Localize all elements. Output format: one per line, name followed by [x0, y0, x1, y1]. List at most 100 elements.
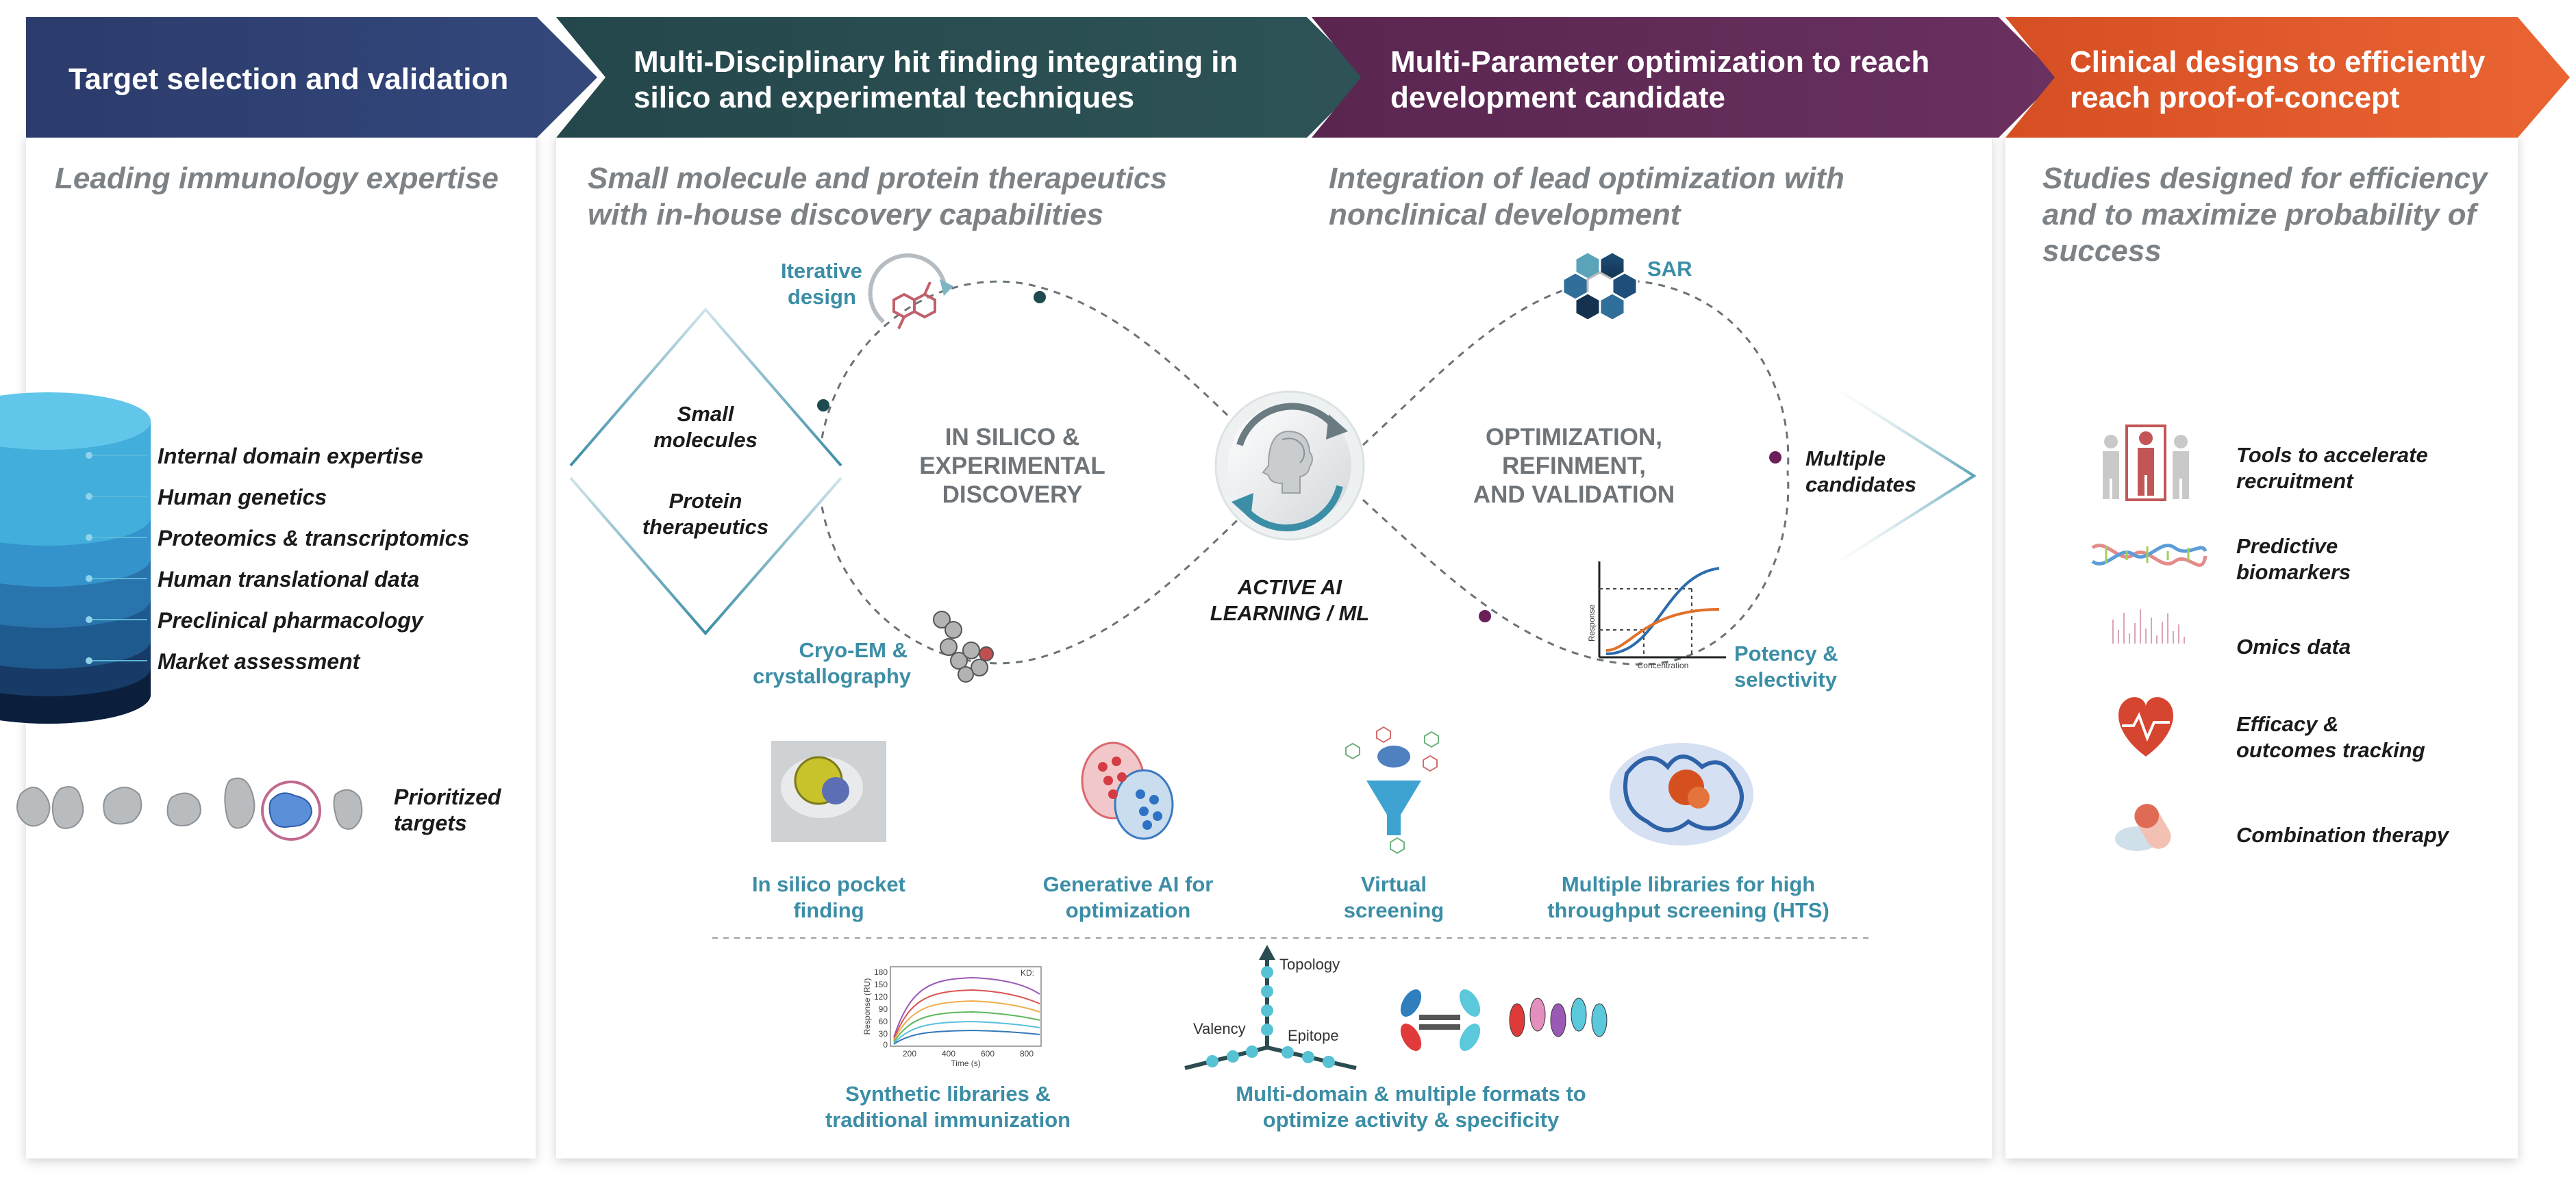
list-item-market: Market assessment — [158, 649, 361, 674]
axis-label-valency: Valency — [1193, 1020, 1246, 1037]
subtitle-stage-3-line1: Integration of lead optimization with — [1329, 162, 1845, 195]
tool-virtual-line1: Virtual — [1361, 872, 1427, 896]
hts-protein-icon — [1610, 743, 1753, 846]
list-item-proteomics: Proteomics & transcriptomics — [158, 526, 469, 550]
tool-virtual-line2: screening — [1344, 898, 1444, 922]
list-item-domain-expertise: Internal domain expertise — [158, 444, 423, 468]
ai-brain-hub-icon — [1214, 390, 1365, 541]
optimization-line1: OPTIMIZATION, — [1486, 424, 1662, 451]
subtitle-stage-3-line2: nonclinical development — [1329, 198, 1682, 231]
subtitle-stage-1: Leading immunology expertise — [55, 162, 499, 195]
diamond-protein-line1: Protein — [669, 489, 742, 513]
dna-helix-icon — [2091, 544, 2208, 567]
cryo-em-line2: crystallography — [753, 664, 912, 688]
header-stage-4-line2: reach proof-of-concept — [2070, 81, 2400, 114]
chevron-target-selection — [26, 17, 597, 138]
sensorgram-chart: 180 150 120 90 60 30 0 200 400 600 800 T… — [862, 966, 1042, 1068]
multiple-candidates-line2: candidates — [1805, 472, 1916, 496]
dose-response-chart: Response Concentration — [1587, 561, 1726, 670]
in-silico-line2: EXPERIMENTAL — [919, 453, 1105, 479]
disc-leader-dots — [86, 452, 92, 664]
sensorgram-legend: KD: — [1021, 968, 1034, 978]
tool-hts-line1: Multiple libraries for high — [1562, 872, 1815, 896]
curve-x-axis-label: Concentration — [1638, 661, 1689, 670]
sensorgram-x-tick-800: 800 — [1020, 1049, 1034, 1058]
heart-pulse-icon — [2118, 697, 2173, 757]
loop-dots — [817, 291, 1781, 622]
clinical-biomarkers-line1: Predictive — [2236, 534, 2338, 558]
sensorgram-y-tick-0: 0 — [883, 1040, 888, 1050]
clinical-recruitment-line2: recruitment — [2236, 469, 2354, 493]
subtitle-stage-4-line1: Studies designed for efficiency — [2042, 162, 2489, 195]
sensorgram-x-tick-200: 200 — [903, 1049, 916, 1058]
axis-label-epitope: Epitope — [1288, 1027, 1339, 1044]
potency-line1: Potency & — [1734, 642, 1838, 665]
header-chevrons — [26, 17, 2570, 138]
potency-line2: selectivity — [1734, 668, 1838, 692]
sensorgram-y-tick-120: 120 — [874, 992, 888, 1002]
header-stage-1: Target selection and validation — [68, 62, 508, 96]
header-stage-2-line1: Multi-Disciplinary hit finding integrati… — [634, 45, 1238, 79]
tool-pocket-line1: In silico pocket — [752, 872, 905, 896]
diamond-small-molecules-line2: molecules — [653, 428, 758, 452]
iterative-design-line1: Iterative — [781, 259, 862, 283]
header-stage-3-line2: development candidate — [1390, 81, 1725, 114]
optimization-line3: AND VALIDATION — [1473, 481, 1675, 508]
cryo-structure-icon — [933, 611, 994, 683]
ai-hub-line1: ACTIVE AI — [1237, 575, 1343, 599]
bottom-synthetic-line1: Synthetic libraries & — [845, 1082, 1051, 1106]
ai-hub-line2: LEARNING / ML — [1210, 601, 1370, 625]
sensorgram-y-tick-60: 60 — [879, 1017, 888, 1026]
layered-disc-stack-icon — [0, 392, 151, 724]
disc-leader-lines — [89, 455, 147, 661]
sensorgram-x-tick-600: 600 — [981, 1049, 995, 1058]
bottom-multidomain-line1: Multi-domain & multiple formats to — [1236, 1082, 1586, 1106]
sensorgram-y-label: Response (RU) — [862, 978, 872, 1035]
cryo-em-line1: Cryo-EM & — [799, 638, 908, 662]
antibody-formats-icon — [1400, 989, 1608, 1051]
list-item-human-genetics: Human genetics — [158, 485, 327, 509]
tool-hts-line2: throughput screening (HTS) — [1547, 898, 1829, 922]
header-stage-4-line1: Clinical designs to efficiently — [2070, 45, 2486, 79]
candidates-triangle — [1814, 372, 1977, 579]
clinical-omics: Omics data — [2236, 635, 2351, 659]
multiple-candidates-line1: Multiple — [1805, 446, 1886, 470]
diamond-protein-line2: therapeutics — [642, 515, 768, 539]
in-silico-line3: DISCOVERY — [942, 481, 1083, 508]
clinical-efficacy-line1: Efficacy & — [2236, 712, 2338, 736]
chevron-clinical — [2005, 17, 2570, 138]
clinical-combination: Combination therapy — [2236, 823, 2450, 847]
protein-blob-icons — [16, 777, 363, 830]
clinical-recruitment-line1: Tools to accelerate — [2236, 443, 2428, 467]
virtual-screening-funnel-icon — [1345, 726, 1439, 854]
header-stage-2-line2: silico and experimental techniques — [634, 81, 1134, 114]
diamond-small-molecules-line1: Small — [677, 402, 735, 426]
generative-ai-icon — [1081, 741, 1174, 840]
sar-hexagon-icon — [1562, 251, 1638, 322]
clinical-efficacy-line2: outcomes tracking — [2236, 738, 2425, 762]
sensorgram-y-tick-90: 90 — [879, 1004, 888, 1014]
tool-generative-line1: Generative AI for — [1043, 872, 1214, 896]
panel-clinical — [2005, 134, 2518, 1158]
iterative-design-line2: design — [788, 285, 856, 309]
list-item-translational: Human translational data — [158, 567, 419, 592]
molecule-cycle-icon — [868, 253, 953, 329]
format-axes-icon: Topology Valency Epitope — [1184, 945, 1357, 1070]
curve-y-axis-label: Response — [1587, 605, 1597, 642]
prioritized-targets-line2: targets — [394, 811, 467, 835]
panels — [26, 134, 2518, 1158]
in-silico-line1: IN SILICO & — [945, 424, 1079, 451]
pocket-finding-icon — [771, 741, 886, 842]
list-item-preclinical: Preclinical pharmacology — [158, 608, 425, 633]
prioritized-targets-line1: Prioritized — [394, 785, 502, 809]
subtitle-stage-2-line2: with in-house discovery capabilities — [588, 198, 1103, 231]
sensorgram-y-tick-180: 180 — [874, 967, 888, 977]
infinity-loop — [821, 279, 1790, 665]
optimization-line2: REFINMENT, — [1502, 453, 1646, 479]
clinical-biomarkers-line2: biomarkers — [2236, 560, 2351, 584]
panel-hit-finding — [556, 134, 1992, 1158]
chevron-optimization — [1312, 17, 2059, 138]
sensorgram-x-tick-400: 400 — [942, 1049, 955, 1058]
modality-diamond — [569, 307, 842, 636]
